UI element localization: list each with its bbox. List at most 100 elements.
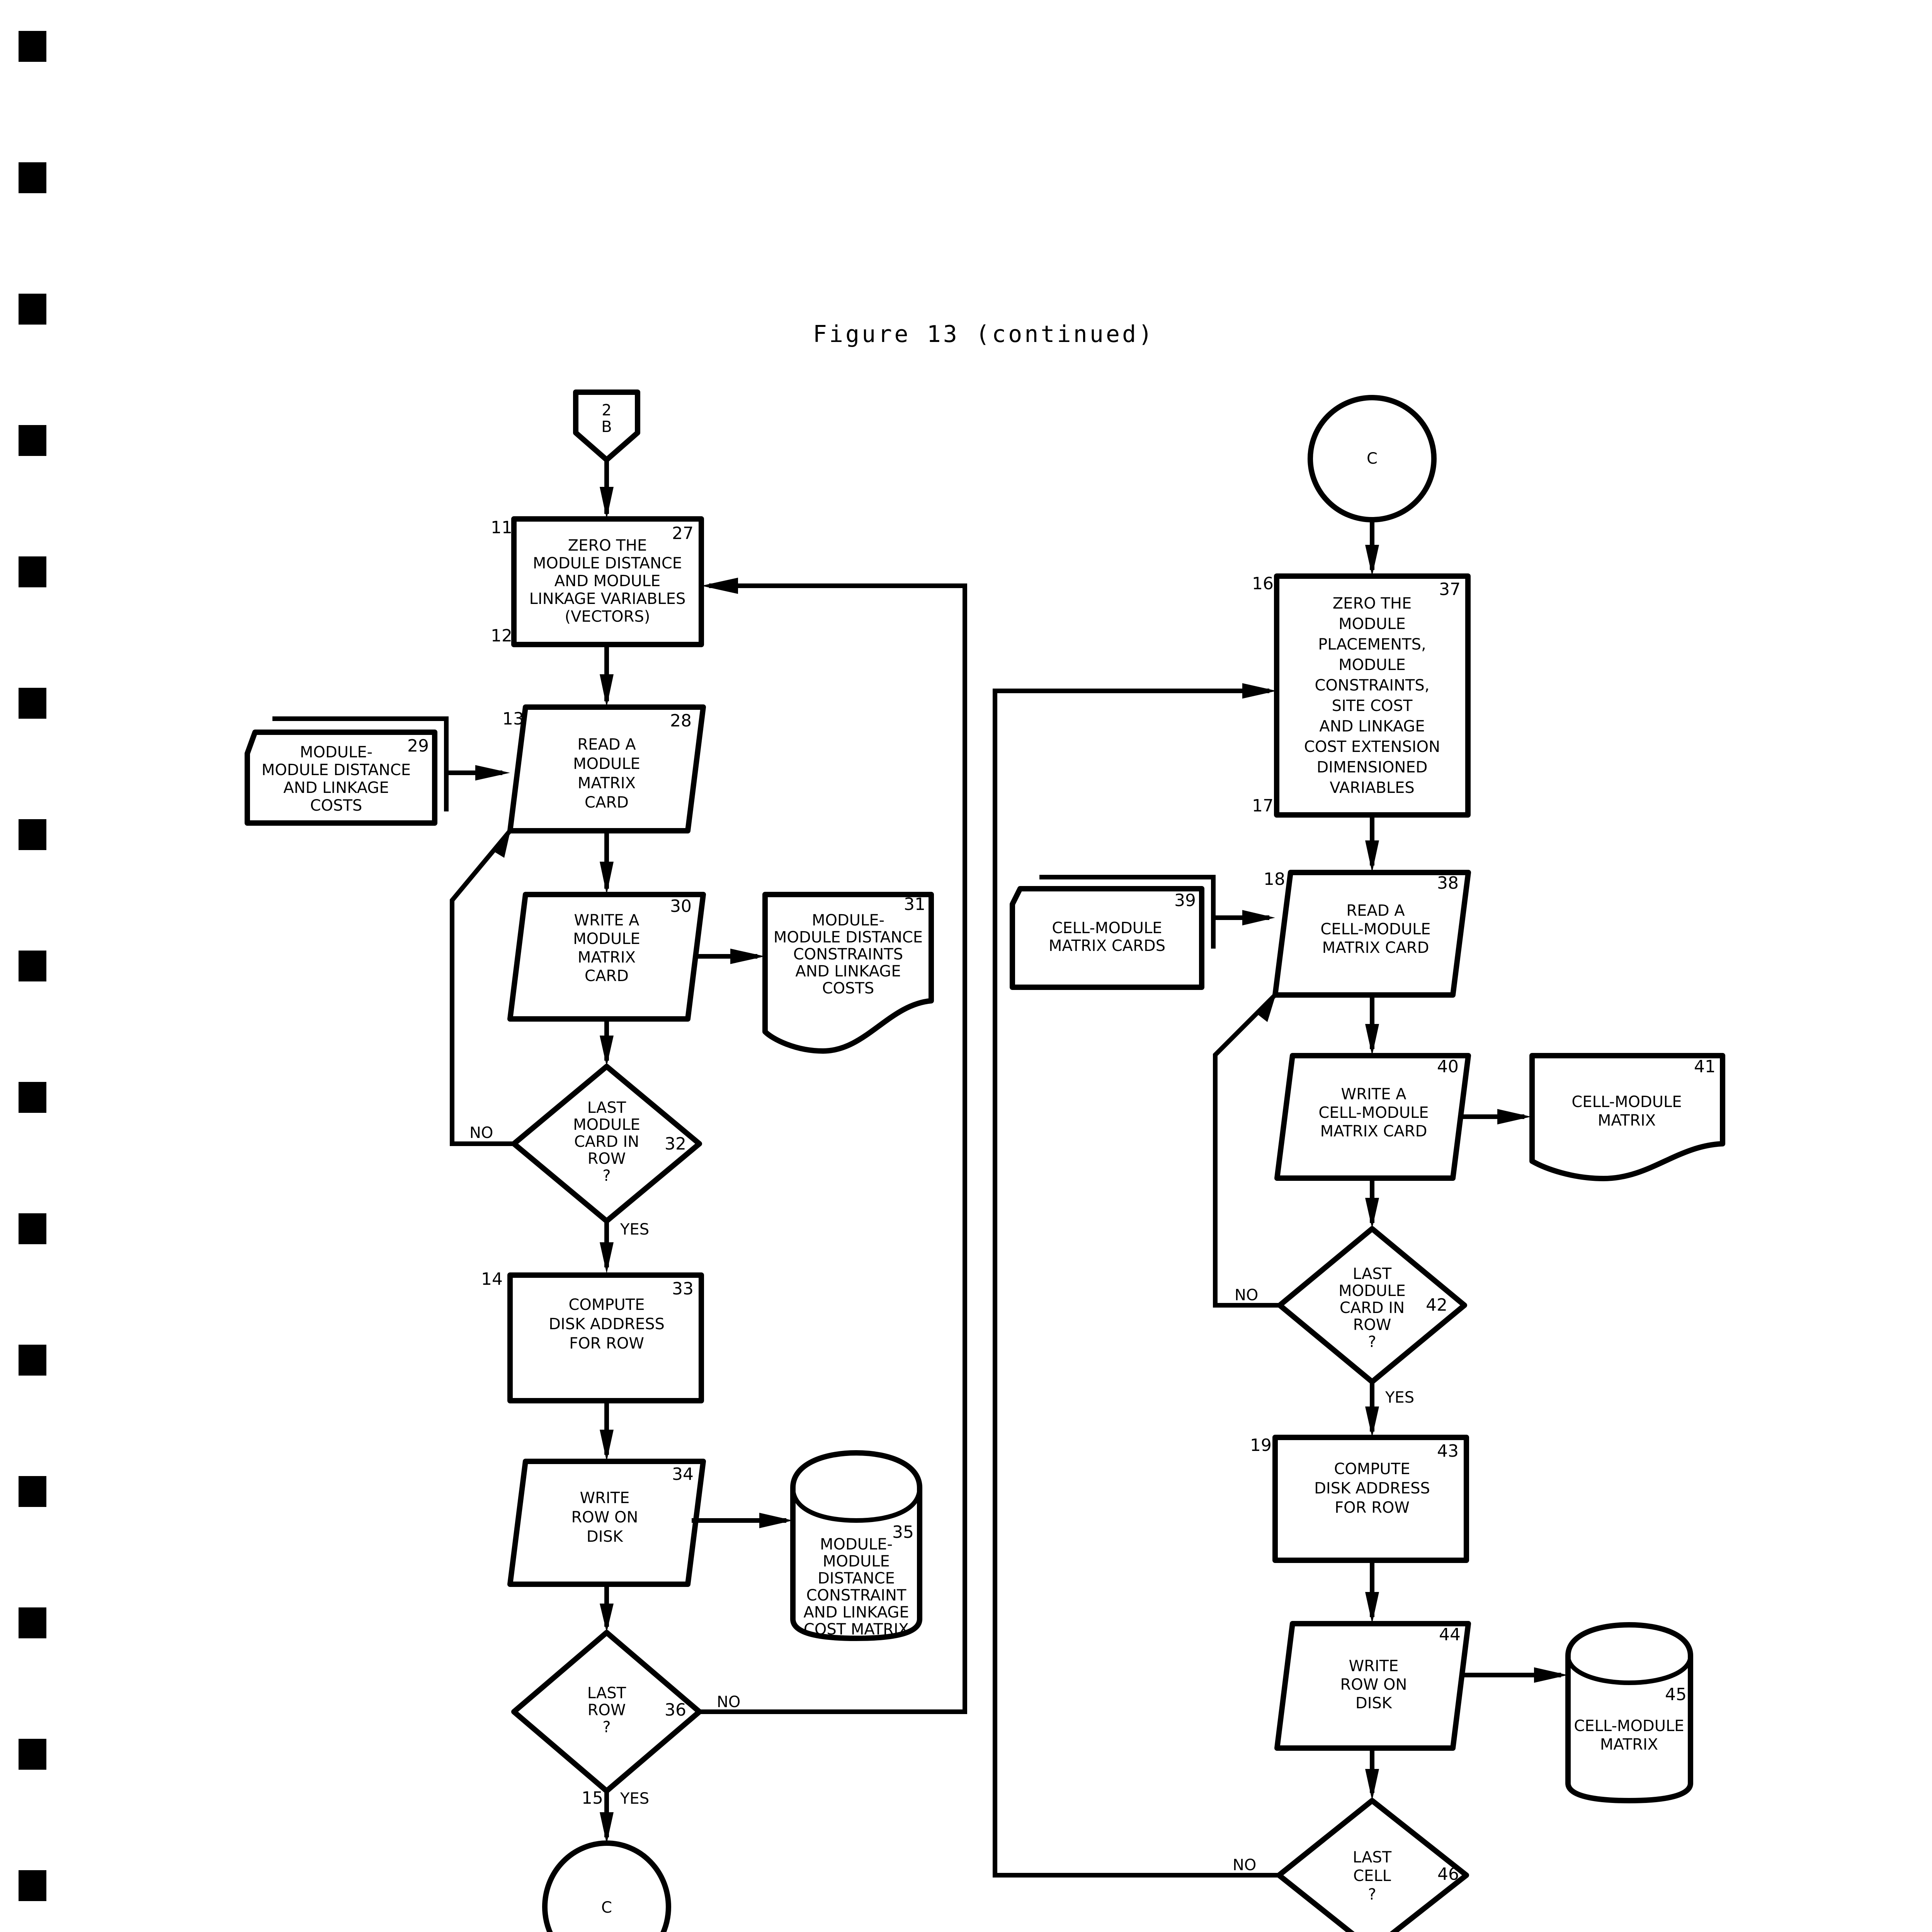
side-number: 16 <box>1252 574 1274 594</box>
label-line: MATRIX CARD <box>1322 939 1429 957</box>
binder-hole <box>19 819 46 850</box>
onpage-connector-c-entry[interactable]: C <box>1308 395 1437 522</box>
branch-label-yes: YES <box>1385 1389 1414 1406</box>
label-line: FOR ROW <box>569 1335 644 1352</box>
label-line: MODULE DISTANCE <box>533 554 682 572</box>
connector-label: B <box>601 418 612 436</box>
label-line: MODULE DISTANCE <box>262 761 411 779</box>
connector-label: C <box>601 1899 612 1917</box>
branch-label-no: NO <box>469 1124 493 1142</box>
step-number: 44 <box>1439 1625 1461 1645</box>
label-line: AND LINKAGE <box>283 779 389 797</box>
label-line: MODULE <box>573 930 640 948</box>
label-line: ? <box>602 1167 611 1185</box>
binder-hole <box>19 951 46 981</box>
label-line: COST EXTENSION <box>1304 738 1440 756</box>
connector-label: 2 <box>602 401 611 419</box>
binder-hole <box>19 294 46 325</box>
label-line: CELL <box>1353 1867 1391 1885</box>
label-line: CELL-MODULE <box>1571 1093 1682 1111</box>
label-line: ROW ON <box>1340 1676 1407 1694</box>
label-line: MODULE <box>823 1553 890 1570</box>
step-number: 36 <box>665 1700 686 1720</box>
binder-hole <box>19 1345 46 1376</box>
right-flow: C 37 16 17 ZERO THEMODULEPLACEMENTS,MODU… <box>993 395 1725 1932</box>
label-line: CARD <box>585 967 629 985</box>
binder-hole <box>19 1739 46 1770</box>
process-box-37[interactable]: 37 16 17 ZERO THEMODULEPLACEMENTS,MODULE… <box>1252 573 1471 818</box>
binder-hole <box>19 688 46 719</box>
label-line: (VECTORS) <box>565 608 650 626</box>
label-line: MODULE DISTANCE <box>774 929 923 946</box>
label-line: MATRIX CARDS <box>1049 937 1165 955</box>
label-line: MODULE <box>573 755 640 773</box>
label-line: WRITE A <box>574 912 640 929</box>
label-line: CONSTRAINT <box>806 1587 906 1604</box>
branch-label-no: NO <box>717 1693 740 1711</box>
arrowhead <box>600 487 614 519</box>
label-line: CELL-MODULE <box>1052 919 1162 937</box>
binder-hole <box>19 162 46 193</box>
label-line: ROW <box>1353 1316 1391 1334</box>
onpage-connector-c-exit[interactable]: C <box>542 1840 671 1932</box>
label-line: AND LINKAGE <box>803 1604 909 1621</box>
binder-hole <box>19 1870 46 1901</box>
step-number: 42 <box>1426 1295 1447 1315</box>
label-line: PLACEMENTS, <box>1318 636 1426 653</box>
branch-label-no: NO <box>1233 1856 1256 1874</box>
side-number: 12 <box>491 626 512 646</box>
step-number: 33 <box>672 1279 694 1299</box>
label-line: DISK <box>587 1528 624 1546</box>
step-number: 28 <box>670 711 692 731</box>
branch-label-yes: YES <box>620 1221 649 1238</box>
label-line: ZERO THE <box>568 537 647 554</box>
label-line: LAST <box>587 1099 626 1117</box>
label-line: WRITE <box>580 1489 630 1507</box>
label-line: CELL-MODULE <box>1318 1104 1429 1122</box>
label-line: MATRIX <box>1600 1736 1658 1753</box>
label-line: MODULE <box>1338 656 1406 674</box>
step-number: 38 <box>1437 873 1459 893</box>
label-line: ? <box>1368 1886 1376 1903</box>
document-output-31[interactable]: 31 MODULE-MODULE DISTANCECONSTRAINTSAND … <box>762 892 934 1054</box>
label-line: SITE COST <box>1332 697 1413 715</box>
label-line: FOR ROW <box>1335 1499 1410 1517</box>
side-number: 14 <box>481 1269 503 1289</box>
step-number: 46 <box>1437 1864 1459 1884</box>
side-number: 18 <box>1264 869 1285 889</box>
offpage-connector-2b[interactable]: 2 B <box>573 389 640 463</box>
step-number: 43 <box>1437 1441 1459 1461</box>
branch-label-yes: YES <box>620 1790 649 1808</box>
step-number: 31 <box>904 895 925 914</box>
binder-hole <box>19 556 46 587</box>
binder-holes <box>19 31 46 1901</box>
label-line: LAST <box>587 1684 626 1702</box>
